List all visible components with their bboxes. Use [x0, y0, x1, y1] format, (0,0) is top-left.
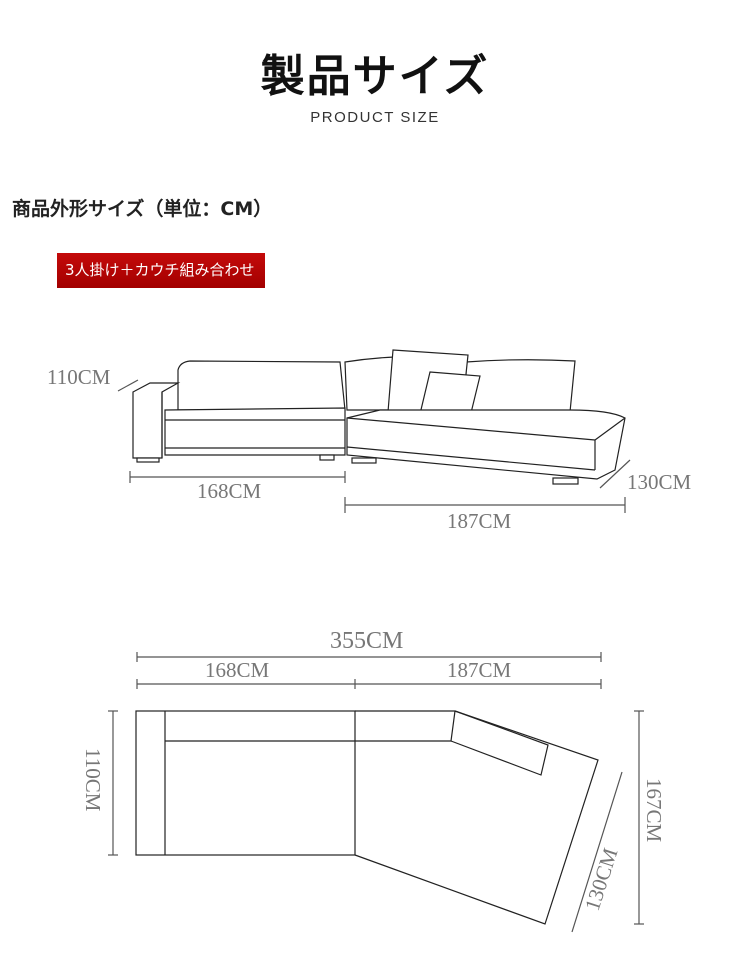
- top-view-dimension-lines: [108, 652, 644, 933]
- top-total-width-label: 355CM: [330, 628, 403, 654]
- top-width-left-label: 168CM: [205, 658, 270, 682]
- configuration-badge: 3人掛け＋カウチ組み合わせ: [57, 253, 265, 288]
- perspective-depth-right-label: 130CM: [627, 470, 692, 494]
- top-depth-right-label: 167CM: [642, 778, 666, 843]
- perspective-depth-left-label: 110CM: [47, 365, 111, 389]
- perspective-dimension-lines: [117, 379, 631, 513]
- page-subtitle: PRODUCT SIZE: [310, 109, 440, 126]
- perspective-width-left-label: 168CM: [197, 479, 262, 503]
- page-title: 製品サイズ: [260, 51, 490, 102]
- top-depth-left-label: 110CM: [81, 748, 105, 812]
- section-heading: 商品外形サイズ（単位：CM）: [12, 198, 273, 220]
- top-width-right-label: 187CM: [447, 658, 512, 682]
- sofa-perspective-drawing: [132, 349, 626, 485]
- sofa-top-view-drawing: [135, 710, 599, 925]
- perspective-width-right-label: 187CM: [447, 509, 512, 533]
- top-chaise-width-label: 130CM: [580, 845, 623, 914]
